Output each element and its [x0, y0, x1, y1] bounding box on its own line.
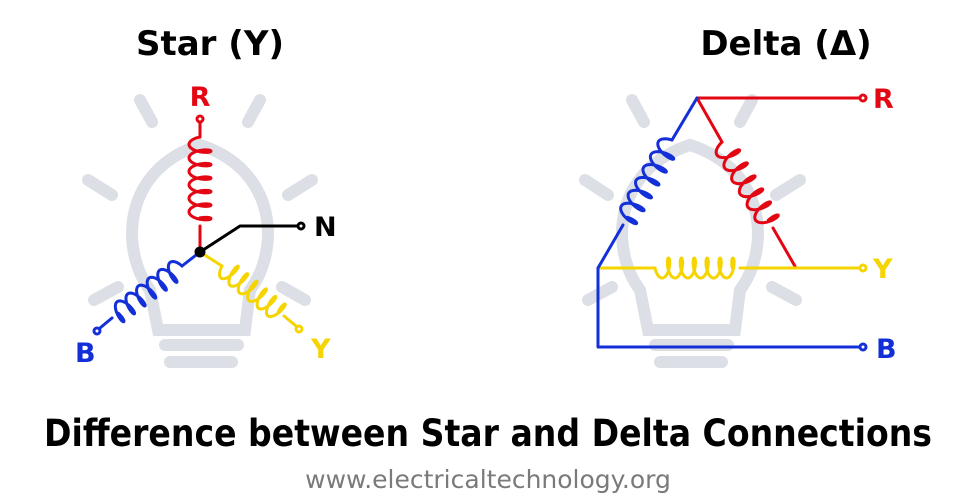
- delta-label-b: B: [876, 334, 897, 365]
- delta-red-winding: [695, 93, 868, 270]
- website-url: www.electricaltechnology.org: [305, 465, 671, 494]
- page-heading: Difference between Star and Delta Connec…: [44, 412, 932, 455]
- star-label-b: B: [75, 338, 96, 369]
- star-yellow-winding: [198, 250, 304, 334]
- star-title: Star (Y): [136, 24, 284, 64]
- star-neutral-wire: [194, 221, 306, 258]
- watermark-lightbulb-icon: [579, 94, 806, 368]
- delta-connection: [596, 93, 868, 352]
- delta-blue-winding: [596, 96, 868, 352]
- star-red-winding: [187, 114, 213, 254]
- delta-label-y: Y: [872, 254, 893, 285]
- star-connection: [92, 114, 306, 336]
- star-label-n: N: [314, 212, 337, 243]
- watermark-lightbulb-icon: [82, 94, 318, 368]
- delta-label-r: R: [873, 84, 894, 115]
- delta-title: Delta (Δ): [700, 24, 871, 64]
- star-label-y: Y: [310, 334, 331, 365]
- delta-yellow-winding: [596, 256, 868, 280]
- star-label-r: R: [190, 82, 211, 113]
